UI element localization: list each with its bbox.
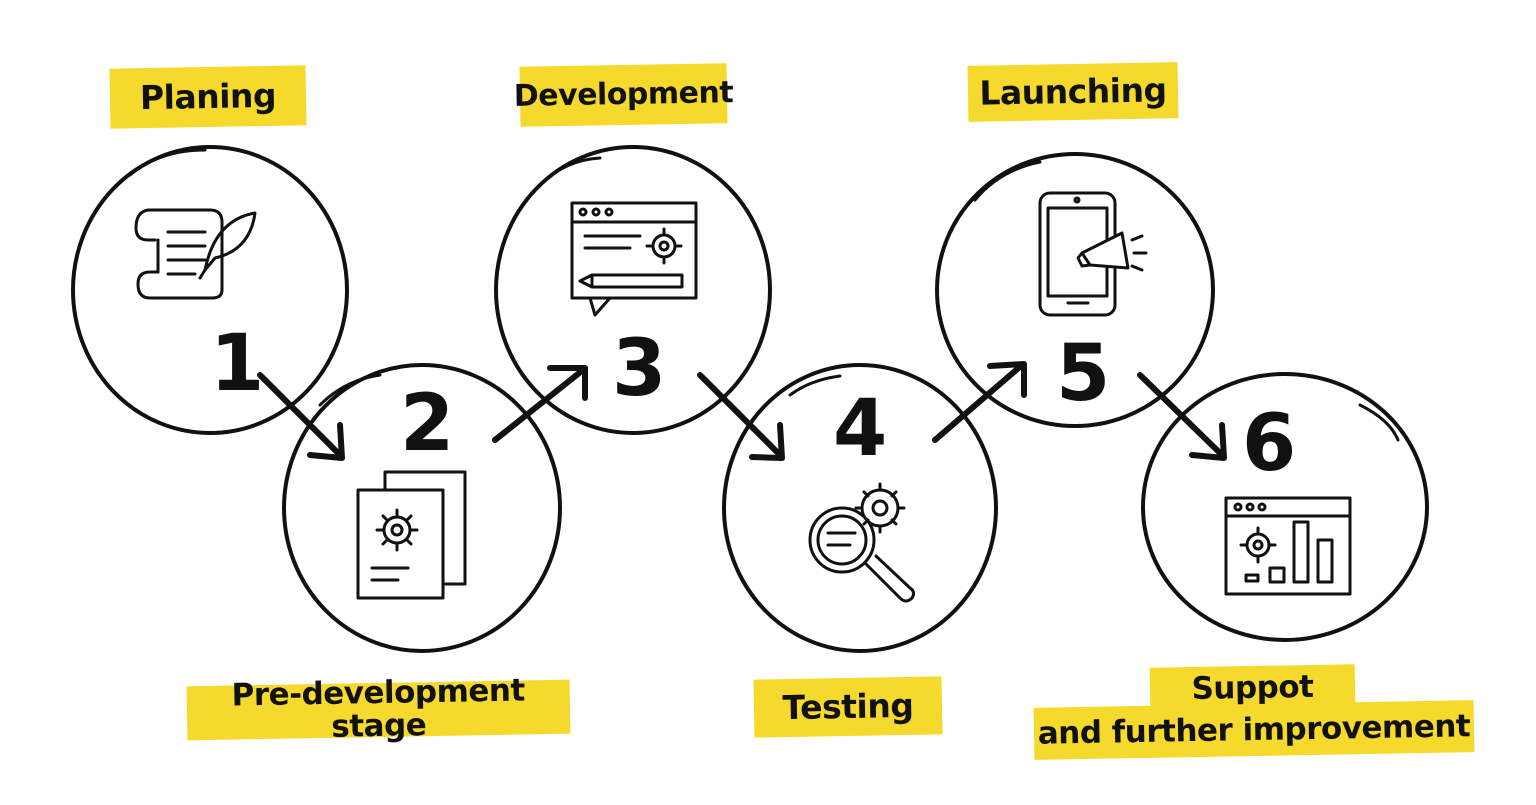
step-6-label-text-line2: and further improvement [1037, 707, 1471, 752]
step-4-label: Testing [753, 676, 943, 738]
step-5-label: Launching [967, 62, 1179, 122]
step-6-circle [1141, 372, 1429, 642]
step-6-number: 6 [1242, 399, 1297, 489]
step-4-number: 4 [833, 384, 888, 474]
arrow-4-to-5 [932, 361, 1027, 443]
step-6-label-line2: and further improvement [1033, 700, 1475, 760]
document-gear-icon [356, 470, 467, 600]
step-4-label-text: Testing [782, 685, 914, 727]
step-6-label-text-line1: Suppot [1191, 668, 1314, 707]
step-3-label: Development [514, 63, 733, 127]
step-1-circle [71, 145, 349, 435]
code-window-icon [570, 201, 698, 317]
magnifier-gear-icon [808, 482, 916, 603]
step-3-number: 3 [612, 324, 667, 414]
step-4-circle [722, 363, 998, 653]
step-1-number: 1 [210, 319, 265, 409]
arrow-5-to-6 [1137, 372, 1227, 461]
scroll-quill-icon [134, 208, 257, 300]
arrow-2-to-3 [492, 365, 588, 443]
arrow-3-to-4 [697, 372, 785, 461]
dashboard-window-icon [1224, 496, 1352, 596]
step-2-circle [282, 363, 562, 653]
step-1-label: Planing [109, 65, 307, 129]
phone-megaphone-icon [1038, 191, 1148, 317]
step-5-circle [935, 152, 1215, 428]
step-3-label-text: Development [513, 75, 734, 115]
step-2-number: 2 [400, 379, 455, 469]
step-5-label-text: Launching [979, 70, 1167, 113]
step-5-number: 5 [1056, 329, 1111, 419]
step-1-label-text: Planing [139, 75, 277, 117]
step-2-label: Pre-development stage [186, 673, 571, 745]
step-3-circle [494, 145, 772, 435]
step-2-label-text: Pre-development stage [231, 672, 526, 745]
arrow-1-to-2 [257, 372, 345, 461]
